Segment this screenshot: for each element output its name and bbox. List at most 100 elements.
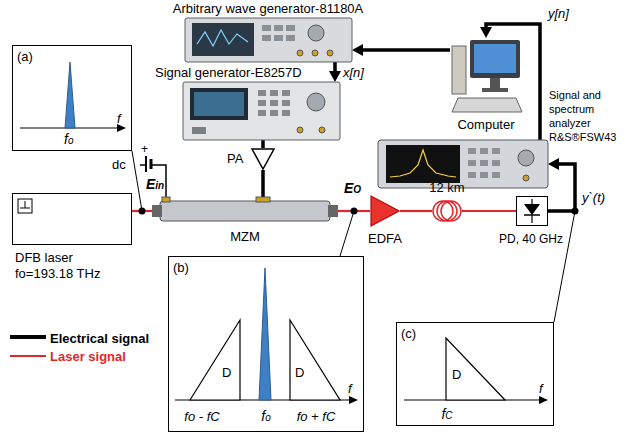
key <box>282 100 290 106</box>
probe-leaders <box>132 151 579 322</box>
connector-line <box>360 48 450 52</box>
computer: Computer <box>450 38 522 114</box>
axis-label: f <box>348 381 352 396</box>
carrier-peak <box>259 268 271 400</box>
monitor-foot <box>482 88 508 92</box>
connector-jack <box>312 50 318 56</box>
spectrum-inset: (a)ffo <box>12 45 132 151</box>
frequency-label: fo + fC <box>297 409 336 424</box>
axis-label: f <box>539 381 543 396</box>
connector-line <box>261 170 265 197</box>
carrier-peak <box>65 62 75 128</box>
connector-line <box>400 210 432 212</box>
battery-plate <box>150 159 153 169</box>
amplifier-triangle <box>252 149 274 169</box>
sideband-label: D <box>222 365 231 380</box>
knob <box>518 150 534 166</box>
spectrum-inset: (c)DffC <box>396 322 554 426</box>
key <box>270 110 278 116</box>
dfb-laser: DFB laserfo=193.18 THz <box>12 193 132 245</box>
connector <box>329 62 341 82</box>
component-label: EDFA <box>368 231 402 246</box>
key <box>270 90 278 96</box>
dc-port <box>162 197 170 202</box>
screen-area <box>194 92 244 116</box>
power-switch <box>192 127 206 134</box>
fiber-coil <box>433 201 461 221</box>
legend-text: Laser signal <box>50 349 126 364</box>
key <box>468 172 476 178</box>
inset-a-graphic <box>20 62 126 132</box>
knob <box>308 25 324 41</box>
arrowhead <box>329 71 341 82</box>
instrument-body <box>185 18 352 62</box>
instrument-body <box>183 82 340 140</box>
leader-line <box>132 151 142 211</box>
axis-arrowhead <box>349 396 358 404</box>
bias-label: dc <box>112 157 126 172</box>
legend-line <box>10 335 46 339</box>
connector <box>263 140 264 148</box>
mzm-modulator: MZM <box>152 197 338 225</box>
monitor-frame <box>470 40 520 78</box>
arrowhead <box>480 27 492 38</box>
connector <box>462 211 516 212</box>
connector <box>263 170 264 197</box>
connector <box>400 211 432 212</box>
laser-icon <box>18 199 32 213</box>
monitor-stand <box>490 78 500 88</box>
frequency-label: fC <box>441 407 452 423</box>
keyboard <box>452 98 522 112</box>
key <box>274 35 283 41</box>
awg-instrument: Arbitrary wave generator-81180A <box>185 18 352 62</box>
connector-jack <box>327 50 333 56</box>
sideband-triangle <box>290 320 340 400</box>
frequency-label: fo - fC <box>184 409 219 424</box>
key <box>468 148 476 154</box>
length-label: 12 km <box>429 180 464 195</box>
pc-tower <box>452 46 466 94</box>
key <box>258 90 266 96</box>
key <box>282 90 290 96</box>
signal-label: y[n] <box>547 6 570 21</box>
connector-line <box>548 164 575 211</box>
sideband-triangle <box>446 338 505 400</box>
key <box>480 172 488 178</box>
sideband-label: D <box>295 365 304 380</box>
monitor-screen <box>474 44 516 73</box>
awg-instrument <box>185 18 352 62</box>
key <box>492 172 500 178</box>
component-label: PA <box>227 151 243 166</box>
photodiode: PD, 40 GHz <box>516 196 548 226</box>
sideband-triangle <box>190 320 240 400</box>
connector <box>352 44 450 56</box>
arrowhead <box>548 158 559 170</box>
connector-jack <box>297 127 303 133</box>
instrument-label: Computer <box>457 117 514 132</box>
connector-jack <box>297 50 303 56</box>
icon-line <box>25 201 26 208</box>
node-outline <box>251 148 275 170</box>
leader-line <box>554 211 575 322</box>
power-amplifier: PA <box>251 148 275 170</box>
fiber-boot <box>152 205 162 217</box>
signal-label: EO <box>343 181 362 197</box>
connector-jack <box>523 175 529 181</box>
connector-jack <box>319 127 325 133</box>
key <box>258 110 266 116</box>
rf-port <box>256 197 270 202</box>
inset-tag: (c) <box>401 326 416 341</box>
key <box>286 25 295 31</box>
battery-plate <box>145 156 147 172</box>
key <box>480 160 488 166</box>
signal-label: x[n] <box>342 65 365 80</box>
component-label: MZM <box>230 229 260 244</box>
modulator-body <box>160 201 330 221</box>
legend-text: Electrical signal <box>50 331 149 346</box>
instrument-screen <box>190 88 248 120</box>
computer-picture <box>452 40 522 112</box>
key <box>274 25 283 31</box>
key <box>492 148 500 154</box>
connector <box>548 158 575 211</box>
